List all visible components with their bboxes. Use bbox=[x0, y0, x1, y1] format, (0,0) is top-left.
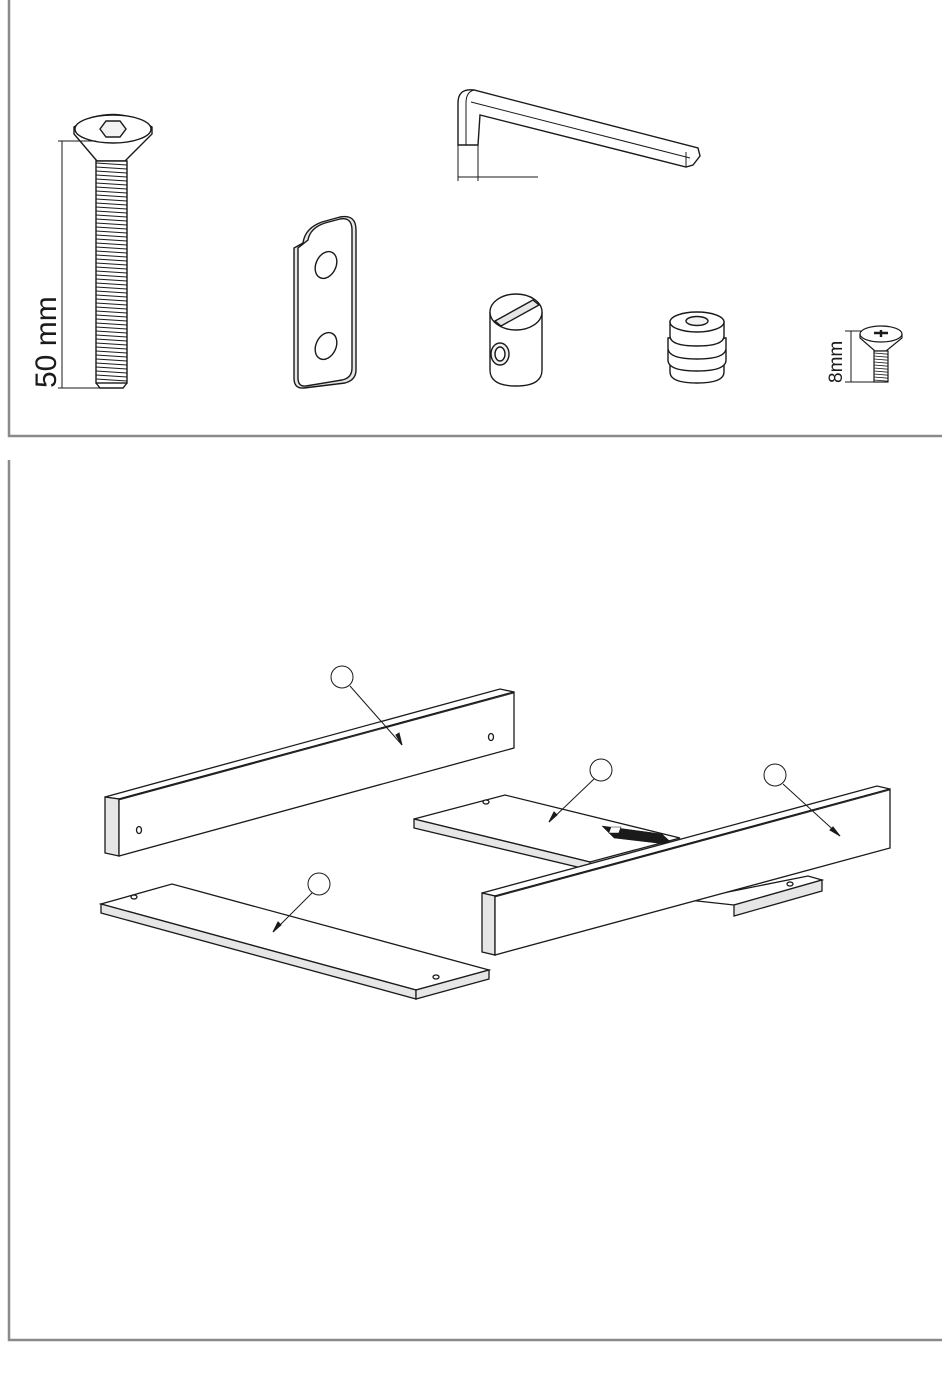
bolt-dimension bbox=[58, 141, 100, 388]
bolt-length-label: 50 mm bbox=[30, 296, 63, 388]
screw-length-label: 8mm bbox=[826, 341, 847, 383]
cross-dowel-nut-icon bbox=[490, 294, 542, 386]
parts-panel-frame bbox=[9, 0, 942, 436]
bottom-board-left bbox=[101, 884, 489, 999]
hex-socket-countersunk-bolt-icon bbox=[74, 115, 152, 389]
two-hole-plate-icon bbox=[294, 217, 356, 389]
hex-key-dimension bbox=[458, 145, 538, 181]
phillips-countersunk-screw-icon bbox=[860, 326, 902, 382]
ribbed-plug-icon bbox=[668, 312, 726, 383]
callout-top-board bbox=[549, 759, 612, 822]
hex-key-icon bbox=[458, 90, 700, 167]
